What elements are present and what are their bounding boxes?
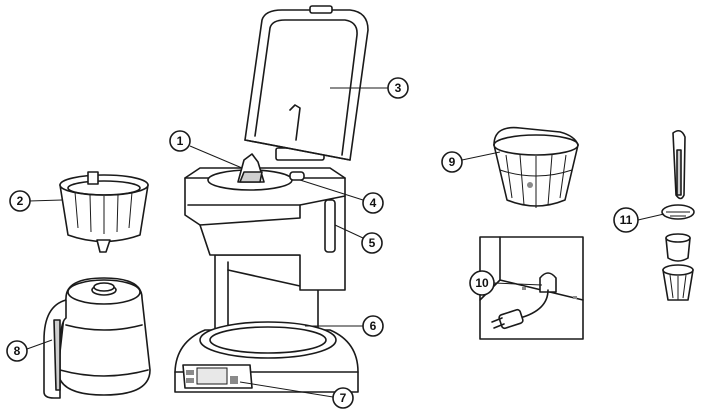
brew-basket [59, 171, 149, 253]
callout-11: 11 [613, 207, 639, 233]
pod-adapter-set [661, 129, 695, 301]
permanent-filter [493, 126, 579, 208]
callout-4: 4 [362, 192, 384, 214]
callout-10: 10 [469, 270, 495, 296]
callout-8-label: 8 [14, 344, 21, 358]
power-button [230, 376, 238, 384]
callout-1-label: 1 [177, 134, 184, 148]
callout-8: 8 [6, 340, 28, 362]
warming-plate [199, 321, 337, 359]
callout-4-label: 4 [370, 196, 377, 210]
callout-1: 1 [169, 130, 191, 152]
callout-6: 6 [362, 315, 384, 337]
callout-11-label: 11 [620, 213, 633, 227]
callout-7-label: 7 [340, 391, 347, 405]
water-window [324, 199, 336, 253]
leader-lines [26, 87, 665, 398]
callout-7: 7 [332, 387, 354, 409]
water-reservoir-lid [244, 9, 369, 161]
callout-2: 2 [9, 190, 31, 212]
callout-10-label: 10 [475, 276, 489, 290]
callout-9: 9 [441, 151, 463, 173]
power-cord-inset [479, 236, 584, 340]
callout-2-label: 2 [17, 194, 24, 208]
callout-6-label: 6 [370, 319, 377, 333]
callout-3: 3 [387, 77, 409, 99]
carafe [43, 277, 151, 399]
callout-3-label: 3 [395, 81, 402, 95]
coffee-maker [174, 5, 369, 393]
callout-9-label: 9 [449, 155, 456, 169]
callout-5-label: 5 [369, 236, 376, 250]
callout-5: 5 [361, 232, 383, 254]
